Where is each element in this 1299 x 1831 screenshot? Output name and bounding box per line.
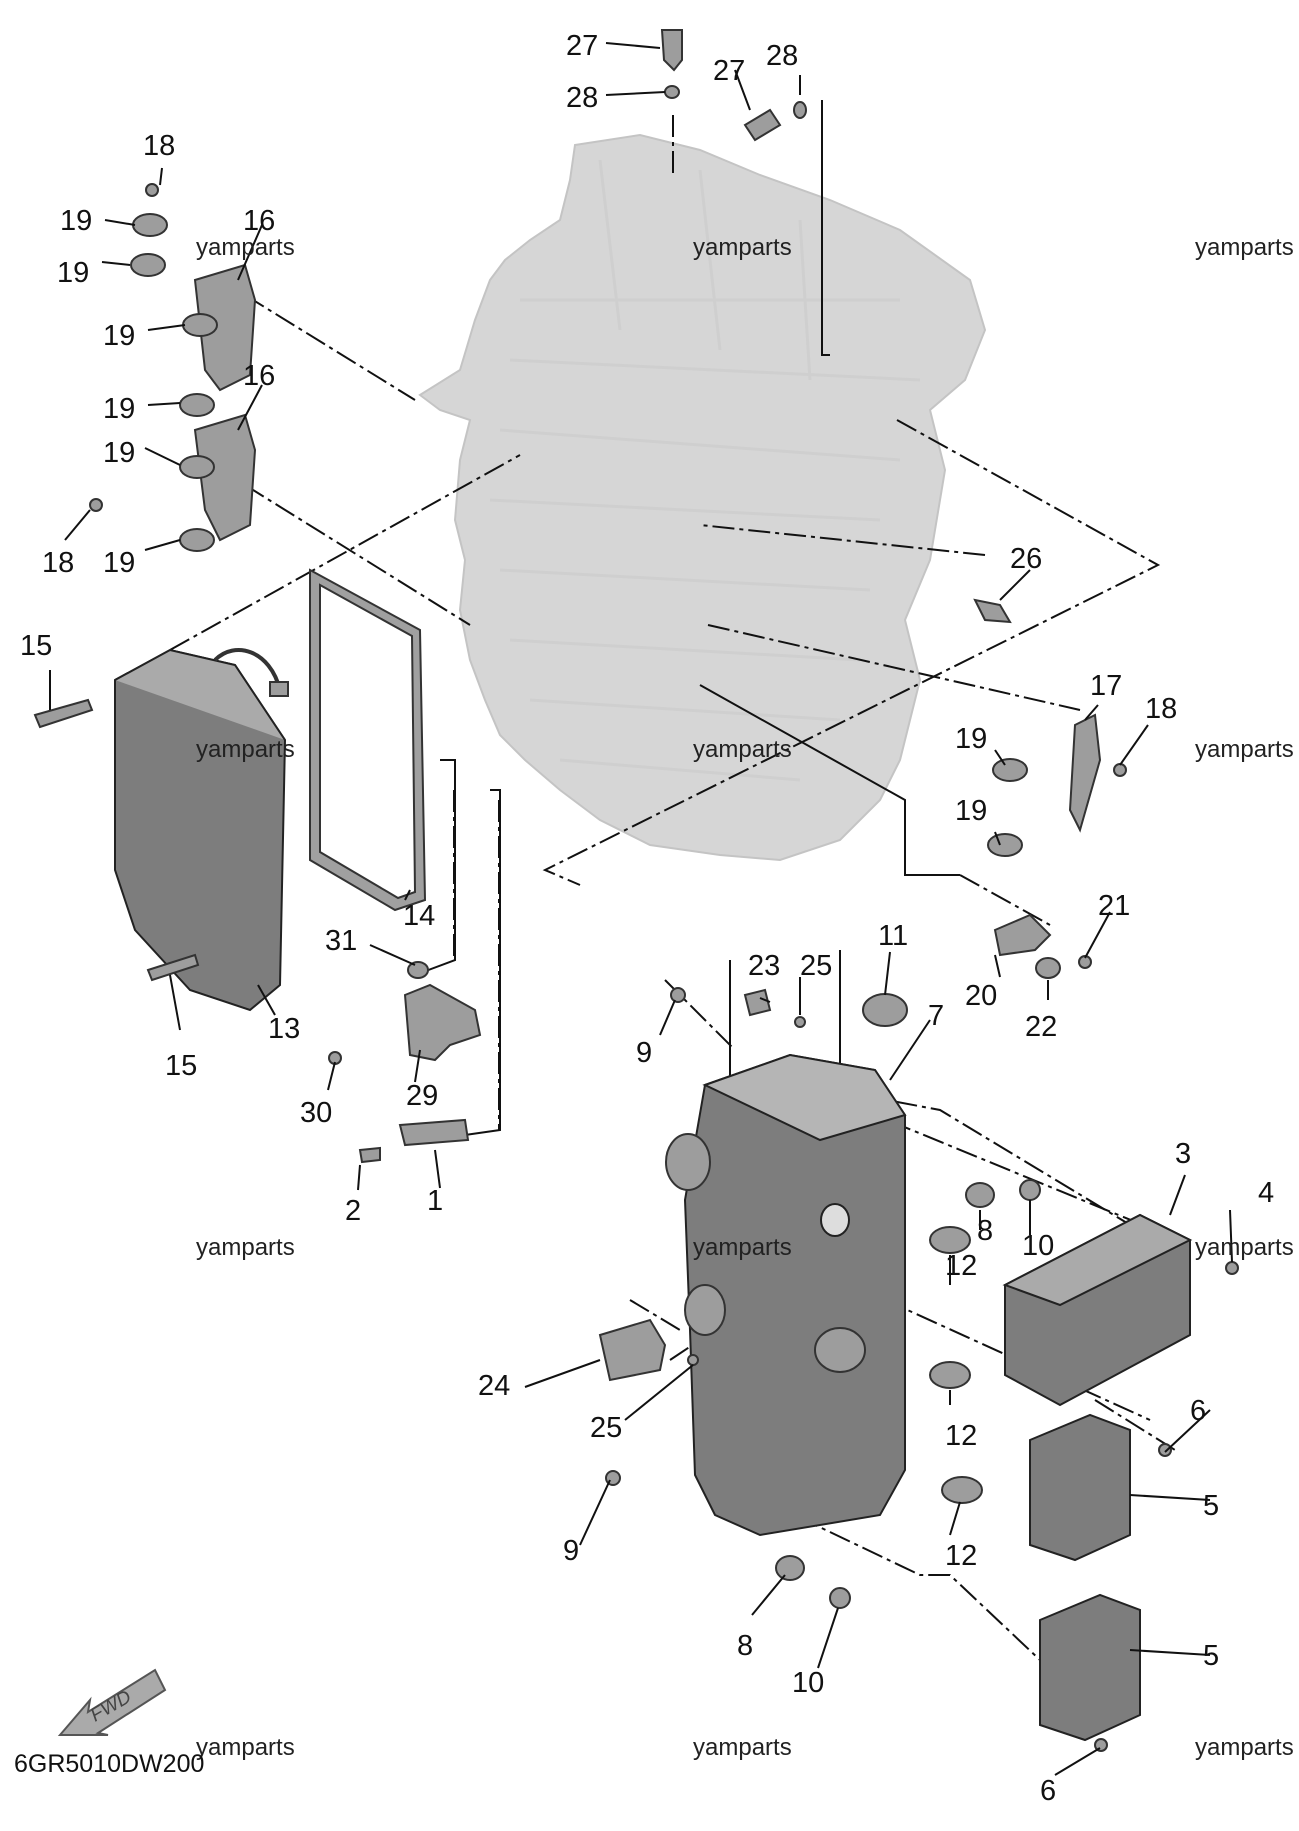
callout-4: 4 — [1258, 1177, 1274, 1209]
callout-2: 2 — [345, 1195, 361, 1227]
engine-block — [418, 133, 987, 862]
callout-9-a: 9 — [636, 1037, 652, 1069]
callout-18-c: 18 — [1145, 693, 1177, 725]
callout-22: 22 — [1025, 1011, 1057, 1043]
callout-15-b: 15 — [165, 1050, 197, 1082]
callout-15-a: 15 — [20, 630, 52, 662]
watermark-2: yamparts — [693, 234, 792, 261]
callout-19-g: 19 — [955, 723, 987, 755]
callout-19-d: 19 — [103, 393, 135, 425]
watermark-3: yamparts — [1195, 234, 1294, 261]
callout-28-a: 28 — [566, 82, 598, 114]
diagram-code: 6GR5010DW200 — [14, 1750, 204, 1778]
callout-20: 20 — [965, 980, 997, 1012]
callout-numbers: 27 28 27 28 18 19 16 19 19 19 16 19 18 1… — [20, 30, 1274, 1807]
callout-19-h: 19 — [955, 795, 987, 827]
electrical-box — [665, 1053, 907, 1537]
callout-27-a: 27 — [566, 30, 598, 62]
callout-25-b: 25 — [590, 1412, 622, 1444]
gasket — [309, 568, 427, 912]
callout-10-a: 10 — [1022, 1230, 1054, 1262]
callout-16-b: 16 — [243, 360, 275, 392]
callout-19-a: 19 — [60, 205, 92, 237]
callout-29: 29 — [406, 1080, 438, 1112]
watermark-6: yamparts — [1195, 736, 1294, 763]
callout-leaders — [49, 42, 1233, 1776]
callout-8-a: 8 — [977, 1215, 993, 1247]
callout-12-b: 12 — [945, 1420, 977, 1452]
callout-19-e: 19 — [103, 437, 135, 469]
callout-31: 31 — [325, 925, 357, 957]
callout-3: 3 — [1175, 1138, 1191, 1170]
callout-18-b: 18 — [42, 547, 74, 579]
watermark-4: yamparts — [196, 736, 295, 763]
callout-8-b: 8 — [737, 1630, 753, 1662]
callout-26: 26 — [1010, 543, 1042, 575]
sensor-bracket-group — [328, 961, 482, 1164]
callout-23: 23 — [748, 950, 780, 982]
watermark-5: yamparts — [693, 736, 792, 763]
callout-24: 24 — [478, 1370, 510, 1402]
watermark-9: yamparts — [1195, 1234, 1294, 1261]
watermark-12: yamparts — [1195, 1734, 1294, 1761]
modules-5 — [1029, 1413, 1141, 1742]
watermark-11: yamparts — [693, 1734, 792, 1761]
watermarks: yamparts yamparts yamparts yamparts yamp… — [196, 234, 1294, 1761]
callout-14: 14 — [403, 900, 435, 932]
ignition-coil-assembly — [33, 648, 289, 1012]
callout-1: 1 — [427, 1185, 443, 1217]
callout-28-b: 28 — [766, 40, 798, 72]
watermark-1: yamparts — [196, 234, 295, 261]
callout-16-a: 16 — [243, 205, 275, 237]
callout-19-f: 19 — [103, 547, 135, 579]
bracket-clips-upper — [89, 183, 257, 552]
callout-21: 21 — [1098, 890, 1130, 922]
watermark-10: yamparts — [196, 1734, 295, 1761]
bracket-clips-right — [987, 713, 1127, 857]
callout-11: 11 — [878, 920, 908, 952]
watermark-7: yamparts — [196, 1234, 295, 1261]
callout-12-a: 12 — [945, 1250, 977, 1282]
watermark-8: yamparts — [693, 1234, 792, 1261]
callout-25-a: 25 — [800, 950, 832, 982]
callout-7: 7 — [928, 1000, 944, 1032]
fwd-arrow-icon: FWD — [57, 1668, 167, 1736]
callout-18-a: 18 — [143, 130, 175, 162]
callout-30: 30 — [300, 1097, 332, 1129]
callout-17: 17 — [1090, 670, 1122, 702]
small-bracket-20 — [993, 913, 1092, 979]
callout-27-b: 27 — [713, 55, 745, 87]
callout-5-b: 5 — [1203, 1640, 1219, 1672]
coil-pack-right — [1002, 1213, 1193, 1407]
callout-10-b: 10 — [792, 1667, 824, 1699]
callout-5-a: 5 — [1203, 1490, 1219, 1522]
top-sensors — [660, 29, 1012, 624]
callout-12-c: 12 — [945, 1540, 977, 1572]
callout-6-a: 6 — [1190, 1395, 1206, 1427]
callout-13: 13 — [268, 1013, 300, 1045]
callout-19-b: 19 — [57, 257, 89, 289]
callout-9-b: 9 — [563, 1535, 579, 1567]
callout-19-c: 19 — [103, 320, 135, 352]
callout-6-b: 6 — [1040, 1775, 1056, 1807]
